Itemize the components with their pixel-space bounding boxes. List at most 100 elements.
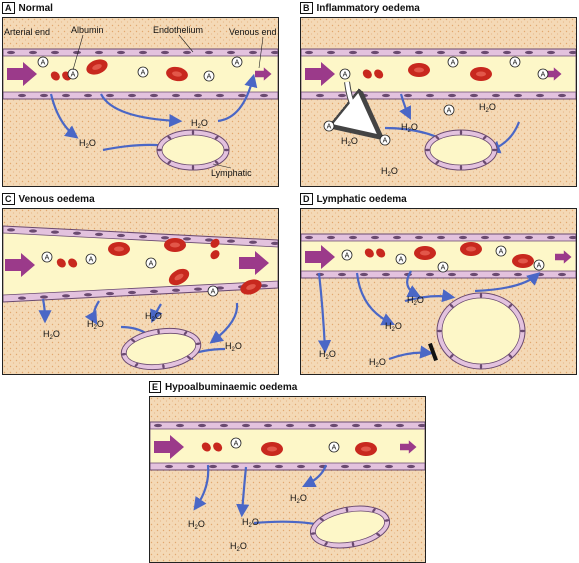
endothelial-nucleus	[520, 329, 525, 333]
rbc-body	[210, 250, 220, 260]
endothelial-nucleus	[186, 355, 192, 360]
vessel-lumen	[301, 240, 576, 272]
water-o: O	[300, 493, 307, 503]
endothelial-nucleus	[216, 93, 224, 98]
water-h: H	[225, 341, 232, 351]
endothelial-nucleus	[437, 329, 442, 333]
water-subscript: 2	[50, 335, 54, 341]
endothelial-nucleus	[106, 93, 114, 98]
endothelial-nucleus	[117, 233, 125, 238]
water-o: O	[252, 517, 259, 527]
endothelial-nucleus	[260, 93, 268, 98]
water-flow-arrow	[100, 93, 183, 128]
endothelial-nucleus	[191, 130, 195, 135]
albumin-symbol: A	[71, 72, 76, 79]
endothelial-nucleus	[525, 235, 533, 240]
endothelial-nucleus	[150, 93, 158, 98]
endothelial-nucleus	[18, 296, 26, 300]
lymphatic-lumen	[441, 297, 521, 365]
water-o: O	[411, 122, 418, 132]
blood-flow-arrow	[7, 62, 37, 86]
endothelial-nucleus	[425, 148, 430, 152]
red-blood-cell	[166, 66, 188, 82]
endothelial-nucleus	[150, 289, 158, 293]
water-h: H	[290, 493, 297, 503]
water-subscript: 2	[232, 347, 236, 353]
deforming-red-cell	[210, 238, 220, 260]
rbc-centre	[420, 250, 430, 256]
endothelial-nucleus	[374, 423, 382, 428]
endothelial-nucleus	[271, 50, 278, 55]
rbc-centre	[174, 273, 184, 281]
water-label: H2O	[385, 321, 402, 333]
albumin-molecule	[231, 56, 243, 68]
rbc-body	[50, 71, 60, 81]
water-h: H	[369, 357, 376, 367]
endothelial-nucleus	[172, 288, 180, 292]
water-o: O	[240, 541, 247, 551]
endothelial-nucleus	[316, 93, 324, 98]
water-h: H	[381, 166, 388, 176]
endothelial-nucleus	[7, 50, 15, 55]
endothelial-nucleus	[310, 532, 316, 535]
albumin-symbol: A	[343, 72, 348, 79]
water-flow-arrow	[317, 272, 332, 354]
rbc-body	[68, 258, 78, 268]
rbc-centre	[267, 446, 277, 452]
water-subscript: 2	[388, 172, 392, 178]
albumin-molecule	[41, 251, 53, 263]
label-leader-line	[258, 36, 264, 69]
albumin-molecule	[328, 441, 340, 453]
endothelial-nucleus	[324, 541, 328, 546]
endothelial-nucleus	[161, 50, 169, 55]
red-blood-cell	[108, 242, 130, 256]
label-leader-line	[72, 34, 84, 71]
blood-flow-arrow	[400, 440, 417, 454]
water-h: H	[87, 319, 94, 329]
rbc-body	[364, 248, 374, 258]
endothelial-nucleus	[448, 93, 456, 98]
endothelial-nucleus	[139, 235, 147, 239]
albumin-symbol: A	[141, 70, 146, 77]
water-o: O	[198, 519, 205, 529]
albumin-molecule	[85, 253, 97, 265]
endothelial-nucleus	[351, 541, 355, 547]
endothelial-nucleus	[117, 50, 125, 55]
water-h: H	[319, 349, 326, 359]
endothelial-nucleus	[198, 423, 206, 428]
albumin-molecule	[495, 245, 507, 257]
water-label: H2O	[191, 118, 208, 130]
endothelial-nucleus	[130, 338, 136, 343]
albumin-symbol: A	[207, 74, 212, 81]
endothelial-nucleus	[536, 93, 544, 98]
water-subscript: 2	[195, 525, 199, 531]
endothelial-nucleus	[297, 464, 305, 469]
water-o: O	[329, 349, 336, 359]
water-o: O	[201, 118, 208, 128]
water-h: H	[188, 519, 195, 529]
endothelial-nucleus	[161, 236, 169, 240]
albumin-symbol: A	[235, 60, 240, 67]
endothelial-nucleus	[341, 464, 349, 469]
red-blood-cell	[86, 59, 108, 75]
endothelial-nucleus	[62, 93, 70, 98]
endothelial-nucleus	[271, 241, 278, 245]
albumin-molecule	[509, 56, 521, 68]
water-flow-arrow	[209, 302, 239, 344]
endothelial-nucleus	[415, 50, 423, 55]
water-o: O	[417, 295, 424, 305]
water-label: H2O	[242, 517, 259, 529]
endothelial-nucleus	[209, 464, 217, 469]
albumin-molecule	[447, 56, 459, 68]
water-o: O	[89, 138, 96, 148]
water-h: H	[191, 118, 198, 128]
water-flow-arrow	[38, 298, 52, 324]
endothelial-nucleus	[162, 363, 165, 369]
water-h: H	[43, 329, 50, 339]
endothelial-nucleus	[194, 287, 202, 291]
rbc-centre	[246, 284, 256, 290]
